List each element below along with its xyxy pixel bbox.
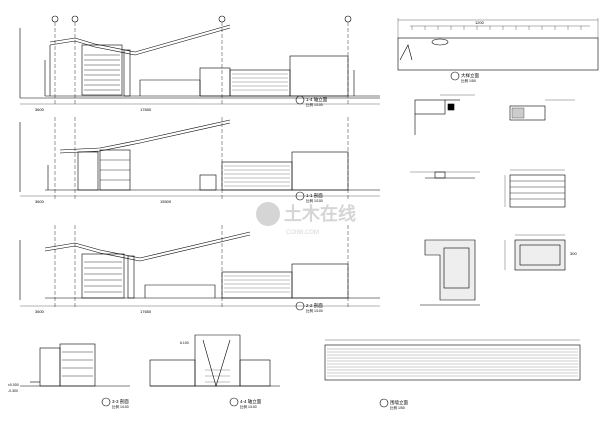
dim-6: 17650 <box>140 309 152 314</box>
dim-8: 300 <box>570 251 577 256</box>
dim-5: 3600 <box>35 309 45 314</box>
title-sect-1: 1-1 剖面 <box>306 192 323 199</box>
title-elev-a: 1-4 轴立面 <box>306 96 328 103</box>
detail-1 <box>414 94 475 135</box>
watermark-cn: 土木在线 <box>284 203 356 224</box>
title-side-elev: 3-3 剖面 <box>112 398 129 405</box>
scale-wall-plan: 比例 1/50 <box>390 405 405 410</box>
scale-front-elev: 比例 1/100 <box>240 404 257 409</box>
level-2: -0.300 <box>8 389 18 393</box>
front-elevation: 6.100 4-4 轴立面 比例 1/100 <box>149 334 280 409</box>
dim-2: 17650 <box>140 107 152 112</box>
dim-1: 3600 <box>35 107 45 112</box>
scale-side-elev: 比例 1/100 <box>112 404 129 409</box>
level-1: ±0.000 <box>8 383 19 387</box>
dim-4: 15500 <box>160 199 172 204</box>
sign-elevation: 1200 大样立面 比例 1/50 <box>397 18 599 83</box>
watermark-en: COI88.COM <box>286 230 319 236</box>
title-sect-2: 2-2 剖面 <box>306 302 323 309</box>
title-front-elev: 4-4 轴立面 <box>240 398 262 405</box>
detail-2 <box>509 99 575 121</box>
wall-plan: 围墙立面 比例 1/50 <box>324 339 581 410</box>
scale-sign-elev: 比例 1/50 <box>461 78 476 83</box>
level-3: 6.100 <box>180 341 189 345</box>
scale-sect-2: 比例 1/100 <box>306 308 323 313</box>
watermark: 土木在线 COI88.COM <box>256 202 356 236</box>
detail-3 <box>410 171 480 179</box>
dim-7: 1200 <box>475 20 485 25</box>
detail-5 <box>420 239 480 306</box>
elevation-a: 3600 17650 1-4 轴立面 比例 1/100 <box>19 15 380 112</box>
scale-sect-1: 比例 1/100 <box>306 198 323 203</box>
section-2: 3600 17650 2-2 剖面 比例 1/100 <box>19 225 380 314</box>
detail-6: 300 <box>504 234 577 271</box>
detail-4 <box>504 169 566 208</box>
section-1: 3600 15500 1-1 剖面 比例 1/100 <box>19 117 380 204</box>
dim-3: 3600 <box>35 199 45 204</box>
scale-elev-a: 比例 1/100 <box>306 102 323 107</box>
side-elevation: ±0.000 -0.300 3-3 剖面 比例 1/100 <box>8 343 130 409</box>
title-wall-plan: 围墙立面 <box>390 399 408 406</box>
title-sign-elev: 大样立面 <box>461 72 479 79</box>
